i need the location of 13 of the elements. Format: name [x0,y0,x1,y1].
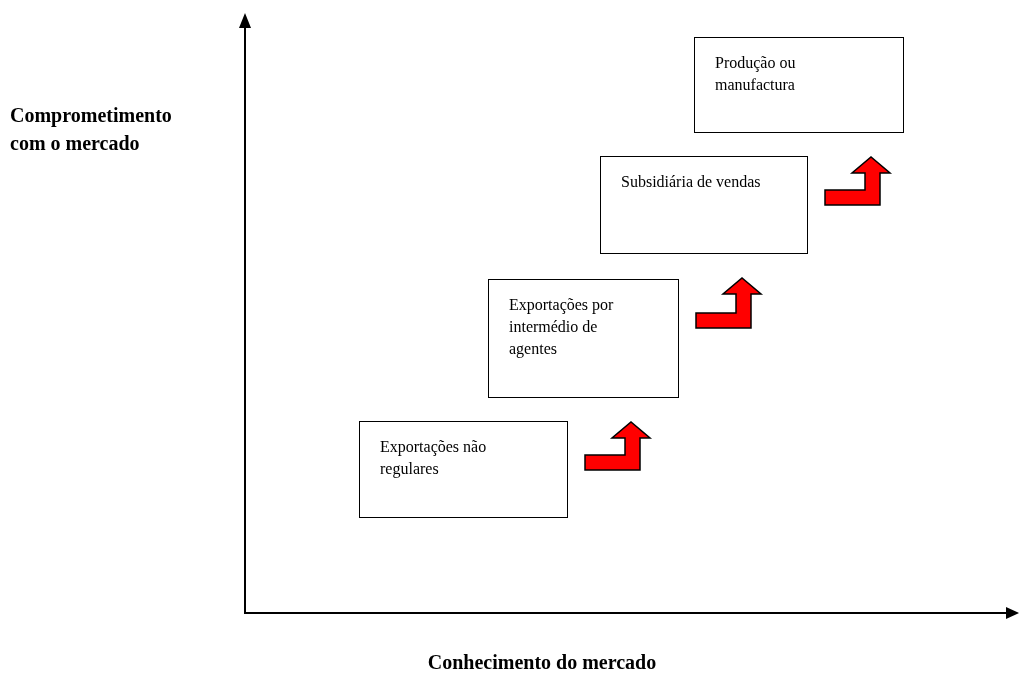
stage-text: Subsidiária de vendas [621,172,761,192]
axis-title: Conhecimento do mercado [426,650,658,675]
bent-arrow [584,421,653,471]
bent-arrow [824,156,893,206]
stage-box [694,37,904,133]
stage-box [488,279,679,398]
stage-text: Produção ou manufactura [715,53,797,95]
bent-arrow [695,277,764,329]
axis-title: Comprometimento com o mercado [10,103,173,156]
stage-text: Exportações por intermédio de agentes [509,295,615,360]
stage-text: Exportações não regulares [380,437,488,480]
stage-box [359,421,568,518]
stage-box [600,156,808,254]
